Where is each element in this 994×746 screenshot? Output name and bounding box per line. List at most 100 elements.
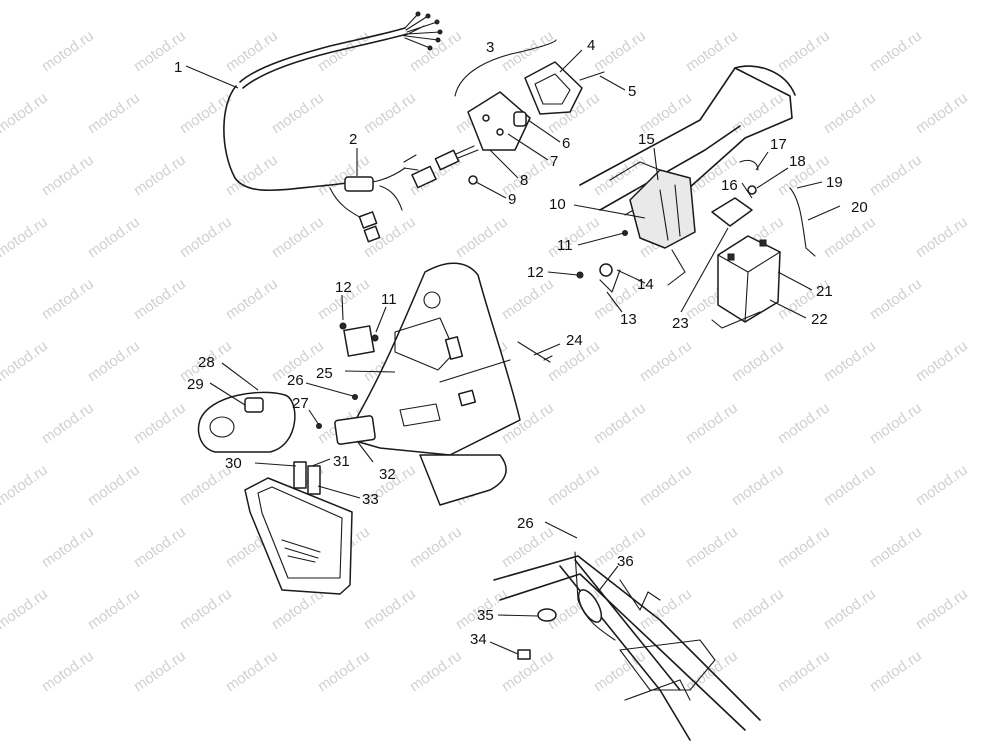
watermark-text: motod.ru: [821, 213, 879, 261]
watermark-text: motod.ru: [775, 523, 833, 571]
watermark-text: motod.ru: [315, 647, 373, 695]
watermark-text: motod.ru: [867, 647, 925, 695]
callout-29: 29: [187, 376, 204, 393]
watermark-text: motod.ru: [729, 337, 787, 385]
watermark-text: motod.ru: [269, 213, 327, 261]
watermark-text: motod.ru: [729, 461, 787, 509]
callout-18: 18: [789, 153, 806, 170]
watermark-text: motod.ru: [85, 461, 143, 509]
watermark-text: motod.ru: [591, 399, 649, 447]
callout-31: 31: [333, 453, 350, 470]
watermark-text: motod.ru: [39, 523, 97, 571]
watermark-text: motod.ru: [0, 213, 51, 261]
wiring-harness: [223, 11, 443, 243]
watermark-text: motod.ru: [591, 647, 649, 695]
watermark-text: motod.ru: [637, 461, 695, 509]
watermark-text: motod.ru: [131, 399, 189, 447]
watermark-text: motod.ru: [867, 151, 925, 199]
watermark-text: motod.ru: [867, 399, 925, 447]
watermark-text: motod.ru: [683, 399, 741, 447]
callout-3: 3: [486, 39, 494, 56]
watermark-text: motod.ru: [361, 585, 419, 633]
callout-2: 2: [349, 131, 357, 148]
watermark-text: motod.ru: [775, 399, 833, 447]
callout-26-frame: 26: [517, 515, 534, 532]
callout-5: 5: [628, 83, 636, 100]
watermark-text: motod.ru: [39, 151, 97, 199]
watermark-text: motod.ru: [913, 337, 971, 385]
watermark-text: motod.ru: [821, 461, 879, 509]
watermark-text: motod.ru: [683, 523, 741, 571]
callout-23: 23: [672, 315, 689, 332]
watermark-text: motod.ru: [315, 151, 373, 199]
watermark-text: motod.ru: [545, 213, 603, 261]
watermark-text: motod.ru: [821, 585, 879, 633]
tool-box: [197, 391, 296, 453]
watermark-text: motod.ru: [637, 337, 695, 385]
watermark-text: motod.ru: [407, 647, 465, 695]
watermark-text: motod.ru: [39, 27, 97, 75]
watermark-text: motod.ru: [85, 213, 143, 261]
leader-lines: [185, 49, 841, 655]
watermark-text: motod.ru: [775, 27, 833, 75]
watermark-text: motod.ru: [0, 89, 51, 137]
callout-11-panel: 11: [381, 291, 397, 308]
callout-19: 19: [826, 174, 843, 191]
watermark-text: motod.ru: [913, 89, 971, 137]
callout-26-panel: 26: [287, 372, 304, 389]
callout-13: 13: [620, 311, 637, 328]
watermark-text: motod.ru: [545, 461, 603, 509]
callout-6: 6: [562, 135, 570, 152]
watermark-text: motod.ru: [177, 213, 235, 261]
taillight-assembly: [434, 39, 605, 185]
callouts: 1 2 3 4 5 6 7 8 9 10 11 11 12 12 13 14 1…: [174, 37, 868, 648]
watermark-text: motod.ru: [913, 213, 971, 261]
callout-22: 22: [811, 311, 828, 328]
watermark-text: motod.ru: [131, 647, 189, 695]
watermark-text: motod.ru: [269, 89, 327, 137]
watermark-text: motod.ru: [453, 213, 511, 261]
callout-16: 16: [721, 177, 738, 194]
watermark-text: motod.ru: [85, 89, 143, 137]
callout-33: 33: [362, 491, 379, 508]
watermark-text: motod.ru: [223, 647, 281, 695]
lower-frame: [493, 551, 761, 741]
watermark-text: motod.ru: [913, 461, 971, 509]
callout-15: 15: [638, 131, 655, 148]
watermark-text: motod.ru: [0, 337, 51, 385]
watermark-text: motod.ru: [913, 585, 971, 633]
watermark-text: motod.ru: [867, 27, 925, 75]
mud-flap: [244, 461, 353, 595]
callout-35: 35: [477, 607, 494, 624]
watermark-text: motod.ru: [407, 27, 465, 75]
watermark-text: motod.ru: [407, 523, 465, 571]
callout-27: 27: [292, 395, 309, 412]
callout-24: 24: [566, 332, 583, 349]
rear-panel: [316, 262, 553, 506]
watermark-text: motod.ru: [0, 461, 51, 509]
callout-9: 9: [508, 191, 516, 208]
callout-30: 30: [225, 455, 242, 472]
watermark-text: motod.ru: [85, 337, 143, 385]
watermark-text: motod.ru: [131, 523, 189, 571]
callout-28: 28: [198, 354, 215, 371]
watermark-text: motod.ru: [177, 585, 235, 633]
callout-14: 14: [637, 276, 654, 293]
watermark-text: motod.ru: [223, 151, 281, 199]
callout-34: 34: [470, 631, 487, 648]
watermark-text: motod.ru: [177, 89, 235, 137]
callout-12-panel: 12: [335, 279, 352, 296]
callout-10: 10: [549, 196, 566, 213]
watermark-text: motod.ru: [867, 275, 925, 323]
watermark-text: motod.ru: [315, 27, 373, 75]
callout-25: 25: [316, 365, 333, 382]
callout-20: 20: [851, 199, 868, 216]
watermark-text: motod.ru: [775, 647, 833, 695]
callout-32: 32: [379, 466, 396, 483]
watermark-text: motod.ru: [867, 523, 925, 571]
callout-7: 7: [550, 153, 558, 170]
watermark-text: motod.ru: [683, 27, 741, 75]
callout-4: 4: [587, 37, 595, 54]
